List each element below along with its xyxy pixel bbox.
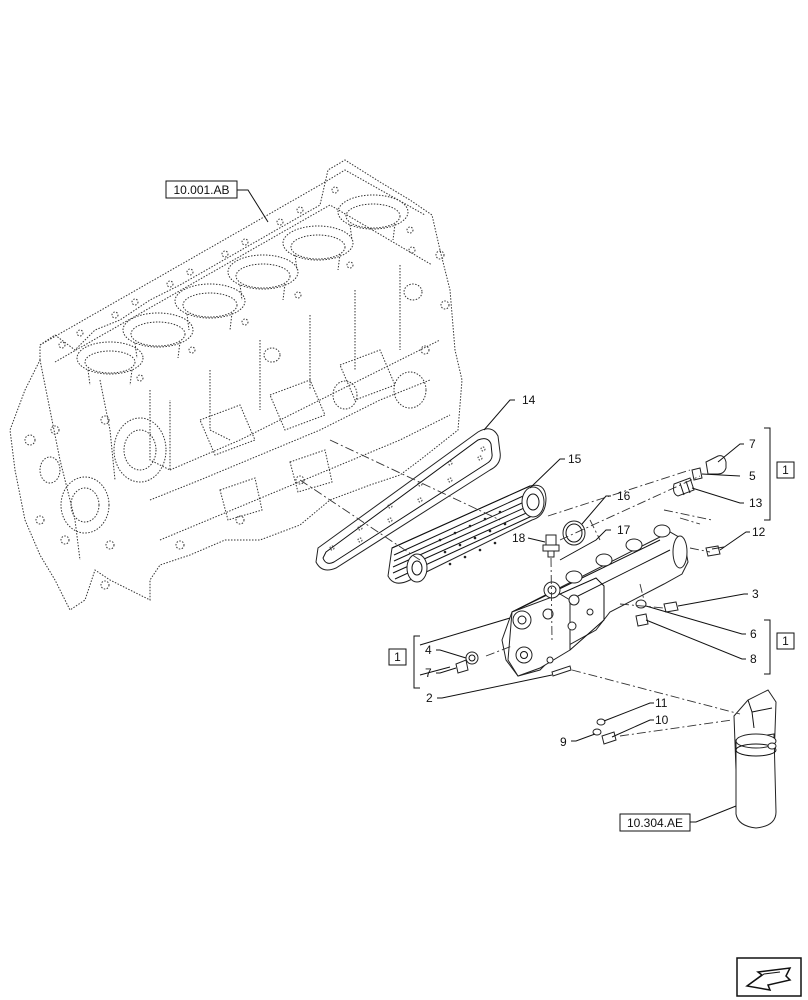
callout-kit-right: 1 — [782, 634, 789, 648]
callout-4: 4 — [425, 643, 432, 657]
callout-12: 12 — [752, 525, 766, 539]
nut — [596, 718, 606, 726]
oil-cooler — [387, 484, 547, 584]
seal-ring — [635, 613, 649, 627]
callout-6: 6 — [750, 627, 757, 641]
alignment-lines — [299, 439, 741, 737]
reference-label-engine-block[interactable]: 10.001.AB — [173, 183, 229, 197]
washer — [592, 728, 602, 736]
callout-7-left: 7 — [425, 666, 432, 680]
oil-filter — [733, 689, 777, 829]
kit-bracket-top: 1 — [764, 427, 795, 521]
callout-11: 11 — [655, 696, 668, 710]
kit-bracket-left: 1 — [388, 635, 420, 689]
callout-9: 9 — [560, 735, 567, 749]
reference-label-oil-filter[interactable]: 10.304.AE — [627, 816, 683, 830]
bolt — [601, 731, 617, 745]
arrow-icon[interactable] — [736, 957, 802, 997]
kit-bracket-right: 1 — [764, 619, 795, 675]
bolt — [663, 601, 679, 613]
callout-3: 3 — [752, 587, 759, 601]
callout-14: 14 — [522, 393, 536, 407]
engine-block — [9, 159, 463, 611]
bolt — [705, 545, 725, 557]
gasket — [315, 428, 501, 571]
callout-2: 2 — [426, 691, 433, 705]
plug — [635, 599, 647, 609]
reference-box-oil-filter[interactable]: 10.304.AE — [619, 813, 691, 832]
callout-18: 18 — [512, 531, 526, 545]
reference-box-engine-block[interactable]: 10.001.AB — [165, 180, 238, 199]
fitting — [542, 534, 560, 558]
callout-17: 17 — [617, 523, 631, 537]
callout-13: 13 — [749, 496, 763, 510]
stud — [551, 665, 572, 677]
callout-7-top: 7 — [749, 437, 756, 451]
plug — [455, 659, 469, 674]
washer — [465, 651, 479, 665]
callout-10: 10 — [655, 713, 669, 727]
callout-5: 5 — [749, 469, 756, 483]
valve-assembly — [673, 455, 727, 497]
callout-15: 15 — [568, 452, 582, 466]
callouts: 14 15 16 17 18 7 5 13 12 3 6 8 4 7 2 11 … — [425, 393, 766, 749]
leader-lines — [419, 399, 750, 823]
callout-8: 8 — [750, 652, 757, 666]
callout-kit-top: 1 — [782, 463, 789, 477]
oil-cooler-housing — [501, 524, 689, 677]
callout-kit-left: 1 — [394, 650, 401, 664]
callout-16: 16 — [617, 489, 631, 503]
